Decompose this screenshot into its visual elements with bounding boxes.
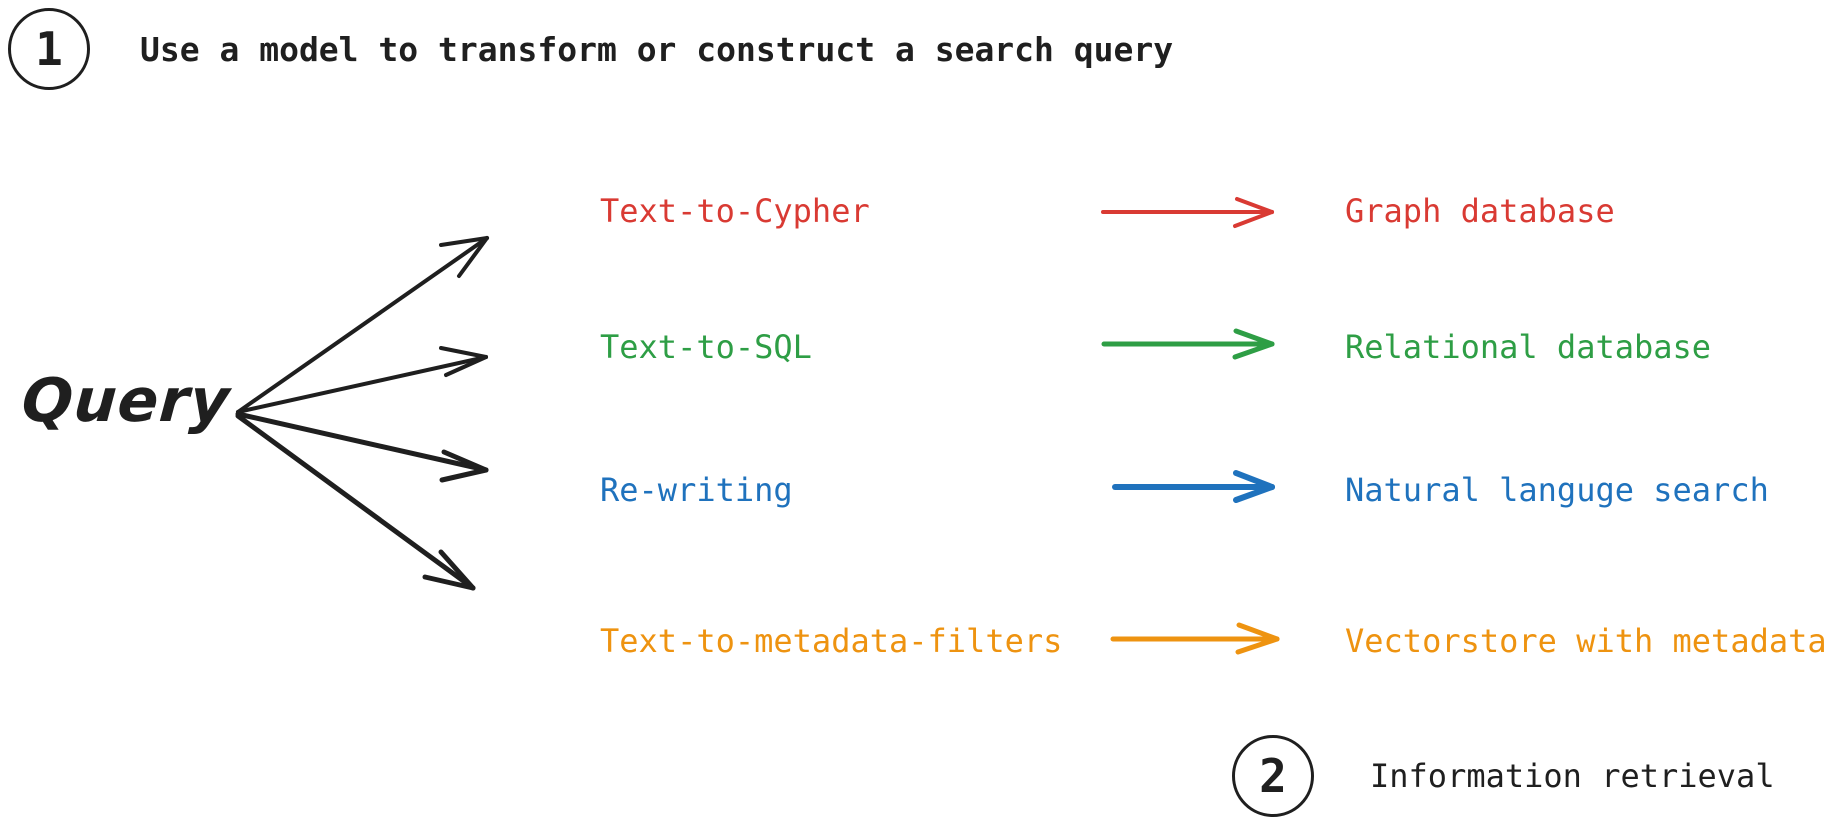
step-1-number: 1 bbox=[35, 22, 63, 76]
method-label-text-to-sql: Text-to-SQL bbox=[600, 328, 812, 366]
method-label-text-to-metadata-filters: Text-to-metadata-filters bbox=[600, 622, 1063, 660]
target-label-vectorstore-with-metadata: Vectorstore with metadata bbox=[1345, 622, 1827, 660]
arrow-row-1 bbox=[1101, 328, 1275, 360]
step-2-caption: Information retrieval bbox=[1370, 757, 1775, 795]
target-label-graph-database: Graph database bbox=[1345, 192, 1615, 230]
step-1-annotation: 1 Use a model to transform or construct … bbox=[8, 8, 1173, 90]
method-label-re-writing: Re-writing bbox=[600, 471, 793, 509]
step-2-annotation: 2 Information retrieval bbox=[1232, 735, 1775, 817]
target-label-natural-language-search: Natural languge search bbox=[1345, 471, 1769, 509]
arrow-row-2 bbox=[1112, 470, 1275, 503]
step-1-badge: 1 bbox=[8, 8, 90, 90]
query-source-label: Query bbox=[19, 366, 233, 436]
step-2-badge: 2 bbox=[1232, 735, 1314, 817]
method-label-text-to-cypher: Text-to-Cypher bbox=[600, 192, 870, 230]
arrow-row-3 bbox=[1110, 622, 1280, 655]
target-label-relational-database: Relational database bbox=[1345, 328, 1712, 366]
step-2-number: 2 bbox=[1259, 749, 1287, 803]
arrow-row-0 bbox=[1101, 197, 1274, 228]
step-1-caption: Use a model to transform or construct a … bbox=[140, 29, 1174, 69]
